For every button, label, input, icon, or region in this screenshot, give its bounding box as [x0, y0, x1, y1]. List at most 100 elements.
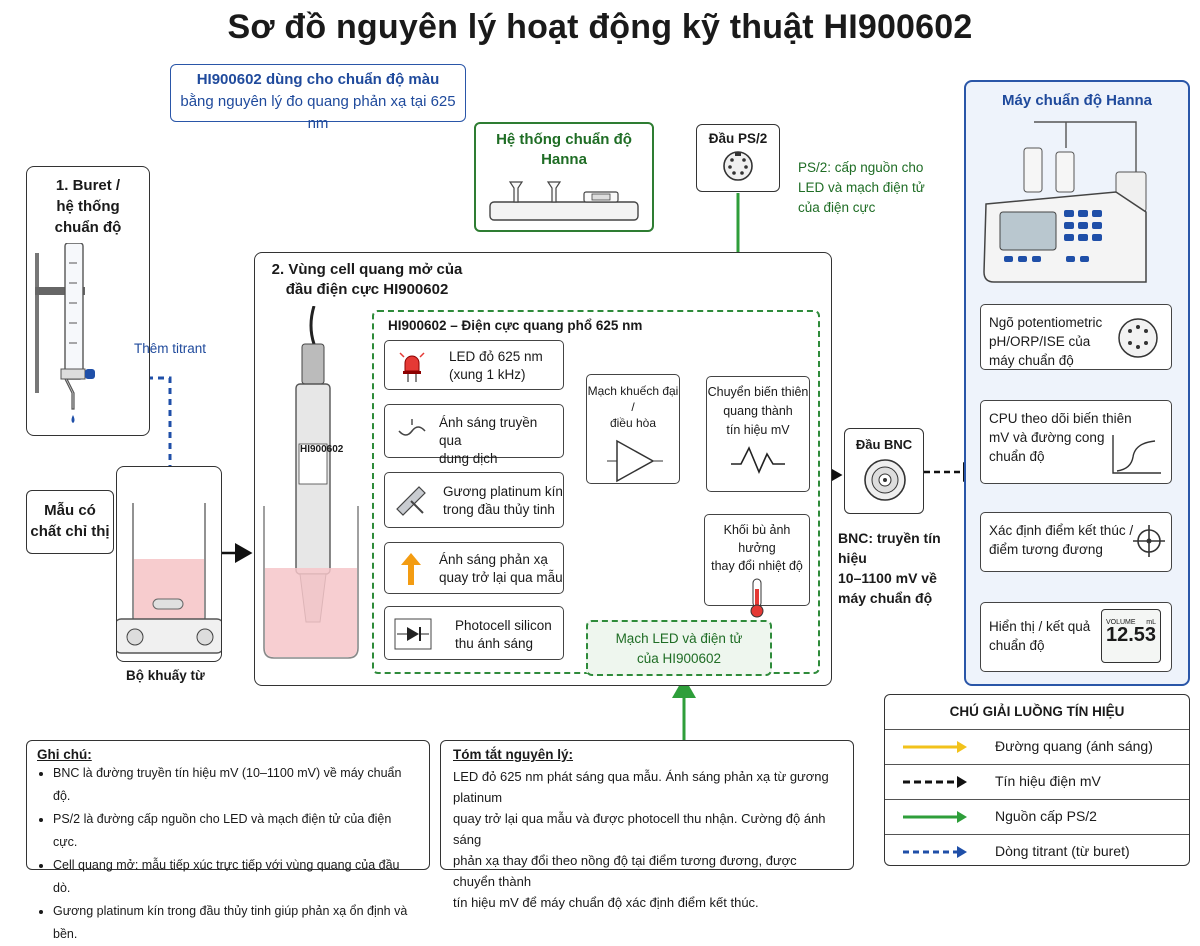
- legend-label-light: Đường quang (ánh sáng): [995, 738, 1153, 754]
- yellow-arrow-icon: [903, 741, 967, 753]
- step-transmit-line2: dung dịch: [439, 451, 498, 466]
- up-arrow-icon: [401, 553, 421, 585]
- titration-system-icon: [489, 181, 639, 221]
- black-dashed-arrow-icon: [903, 776, 967, 788]
- step-mirror-line1: Gương platinum kín: [443, 484, 563, 499]
- sample-line1: Mẫu có: [44, 502, 96, 519]
- zone2-line1: 2. Vùng cell quang mở của: [271, 261, 463, 278]
- zone2-title: 2. Vùng cell quang mở của đầu điện cực H…: [262, 260, 472, 300]
- ps2-connector-box: Đầu PS/2: [696, 124, 780, 192]
- step-photocell-line2: thu ánh sáng: [455, 636, 534, 651]
- intro-note: HI900602 dùng cho chuẩn độ màu bằng nguy…: [170, 64, 466, 132]
- step-transmit: Ánh sáng truyền qua dung dịch: [384, 404, 564, 466]
- legend-label-electric: Tín hiệu điện mV: [995, 773, 1101, 789]
- buret-line2: hệ thống: [56, 198, 120, 215]
- step-reflect-line1: Ánh sáng phản xạ: [439, 552, 548, 567]
- legend-item-light: Đường quang (ánh sáng): [885, 729, 1189, 764]
- buret-box: 1. Buret / hệ thống chuẩn độ: [26, 166, 150, 436]
- legend-item-titrant: Dòng titrant (từ buret): [885, 834, 1189, 869]
- amp-line2: điều hòa: [609, 416, 657, 430]
- result-value: 12.53: [1105, 624, 1157, 646]
- bnc-note-line3: máy chuẩn độ: [838, 590, 933, 606]
- step-reflect: Ánh sáng phản xạ quay trở lại qua mẫu: [384, 542, 564, 594]
- notes-box: Ghi chú: BNC là đường truyền tín hiệu mV…: [26, 740, 430, 941]
- ps2-port-icon: [723, 151, 753, 181]
- temp-comp-box: Khối bù ảnh hưởng thay đổi nhiệt độ: [704, 514, 810, 618]
- step-mirror: Gương platinum kín trong đầu thủy tinh: [384, 472, 564, 528]
- titrator-input-box: Ngõ potentiometric pH/ORP/ISE của máy ch…: [980, 304, 1172, 370]
- step-led-line2: (xung 1 kHz): [449, 367, 526, 382]
- sample-line2: chất chỉ thị: [30, 523, 110, 540]
- titrator-display-box: Hiển thị / kết quả chuẩn độ VOLUME mL 12…: [980, 602, 1172, 672]
- legend-label-titrant: Dòng titrant (từ buret): [995, 843, 1130, 859]
- result-screen: VOLUME mL 12.53: [1101, 609, 1161, 663]
- probe-label: HI900602: [300, 444, 344, 455]
- legend-label-power: Nguồn cấp PS/2: [995, 808, 1097, 824]
- titration-curve-icon: [1112, 435, 1161, 474]
- led-circuit-box: Mạch LED và điện tử của HI900602: [586, 620, 772, 676]
- titrator-panel: Máy chuẩn độ Hanna: [964, 80, 1190, 686]
- summary-line4: tín hiệu mV để máy chuẩn độ xác định điể…: [453, 895, 759, 910]
- hanna-system-box: Hệ thống chuẩn độ Hanna: [474, 122, 654, 232]
- zone2-line2: đầu điện cực HI900602: [285, 281, 449, 298]
- summary-box: Tóm tắt nguyên lý: LED đỏ 625 nm phát sá…: [440, 740, 854, 910]
- electrode-title: HI900602 – Điện cực quang phổ 625 nm: [388, 318, 643, 333]
- note-item: Cell quang mở: mẫu tiếp xúc trực tiếp vớ…: [53, 854, 419, 900]
- display-line2: chuẩn độ: [989, 638, 1045, 653]
- titrator-device-icon: [983, 121, 1147, 283]
- intro-note-line2: bằng nguyên lý đo quang phản xạ tại 625 …: [180, 93, 456, 132]
- buret-icon: [35, 243, 95, 423]
- result-unit: mL: [1146, 619, 1156, 626]
- step-led: LED đỏ 625 nm (xung 1 kHz): [384, 340, 564, 390]
- ps2-label: Đầu PS/2: [708, 131, 768, 146]
- note-item: Gương platinum kín trong đầu thủy tinh g…: [53, 900, 419, 946]
- page-title: Sơ đồ nguyên lý hoạt động kỹ thuật HI900…: [227, 8, 973, 46]
- din-port-icon: [1118, 318, 1158, 358]
- step-transmit-line1: Ánh sáng truyền qua: [439, 415, 538, 448]
- summary-title: Tóm tắt nguyên lý:: [453, 747, 574, 762]
- blue-dashed-arrow-icon: [903, 846, 967, 858]
- step-mirror-line2: trong đầu thủy tinh: [443, 502, 555, 517]
- step-led-line1: LED đỏ 625 nm: [449, 349, 543, 364]
- conv-line1: Chuyển biến thiên: [707, 385, 809, 399]
- bnc-note: BNC: truyền tín hiệu 10–1100 mV về máy c…: [838, 528, 968, 608]
- probe-beaker-icon: [263, 306, 359, 659]
- legend-item-power: Nguồn cấp PS/2: [885, 799, 1189, 834]
- signal-wave-icon: [731, 446, 785, 475]
- sample-label-box: Mẫu có chất chỉ thị: [26, 490, 114, 554]
- input-line3: máy chuẩn độ: [989, 353, 1074, 368]
- cpu-line2: mV và đường cong: [989, 430, 1105, 445]
- temp-line2: thay đổi nhiệt độ: [711, 559, 803, 573]
- step-photocell: Photocell silicon thu ánh sáng: [384, 606, 564, 660]
- legend-title: CHÚ GIẢI LUỒNG TÍN HIỆU: [949, 704, 1125, 719]
- amplifier-box: Mạch khuếch đại / điều hòa: [586, 374, 680, 484]
- crosshair-icon: [1133, 525, 1165, 557]
- ps2-note-line2: LED và mạch điện tử: [798, 180, 925, 195]
- summary-line2: quay trở lại qua mẫu và được photocell t…: [453, 811, 826, 847]
- bnc-connector-icon: [864, 459, 906, 501]
- led-circuit-line1: Mạch LED và điện tử: [615, 631, 743, 646]
- summary-line1: LED đỏ 625 nm phát sáng qua mẫu. Ánh sán…: [453, 769, 829, 805]
- converter-box: Chuyển biến thiên quang thành tín hiệu m…: [706, 376, 810, 492]
- mirror-icon: [396, 486, 426, 516]
- buret-line1: 1. Buret /: [55, 177, 121, 194]
- cpu-line1: CPU theo dõi biến thiên: [989, 411, 1132, 426]
- bnc-note-line2: 10–1100 mV về: [838, 570, 937, 586]
- titrator-endpoint-box: Xác định điểm kết thúc / điểm tương đươn…: [980, 512, 1172, 572]
- legend-item-electric: Tín hiệu điện mV: [885, 764, 1189, 799]
- input-line1: Ngõ potentiometric: [989, 315, 1103, 330]
- red-led-icon: [399, 352, 425, 382]
- photodiode-icon: [394, 618, 432, 650]
- green-arrow-icon: [903, 811, 967, 823]
- ps2-note-line1: PS/2: cấp nguồn cho: [798, 160, 924, 175]
- display-line1: Hiển thị / kết quả: [989, 619, 1091, 634]
- note-item: PS/2 là đường cấp nguồn cho LED và mạch …: [53, 808, 419, 854]
- titrant-label: Thêm titrant: [134, 341, 207, 356]
- hanna-system-line1: Hệ thống chuẩn độ: [496, 131, 632, 148]
- conv-line3: tín hiệu mV: [726, 423, 790, 437]
- ps2-note: PS/2: cấp nguồn cho LED và mạch điện tử …: [798, 158, 948, 218]
- temp-line1: Khối bù ảnh hưởng: [723, 523, 791, 555]
- titrator-cpu-box: CPU theo dõi biến thiên mV và đường cong…: [980, 400, 1172, 484]
- result-volume-label: VOLUME: [1106, 619, 1136, 626]
- conv-line2: quang thành: [723, 404, 793, 418]
